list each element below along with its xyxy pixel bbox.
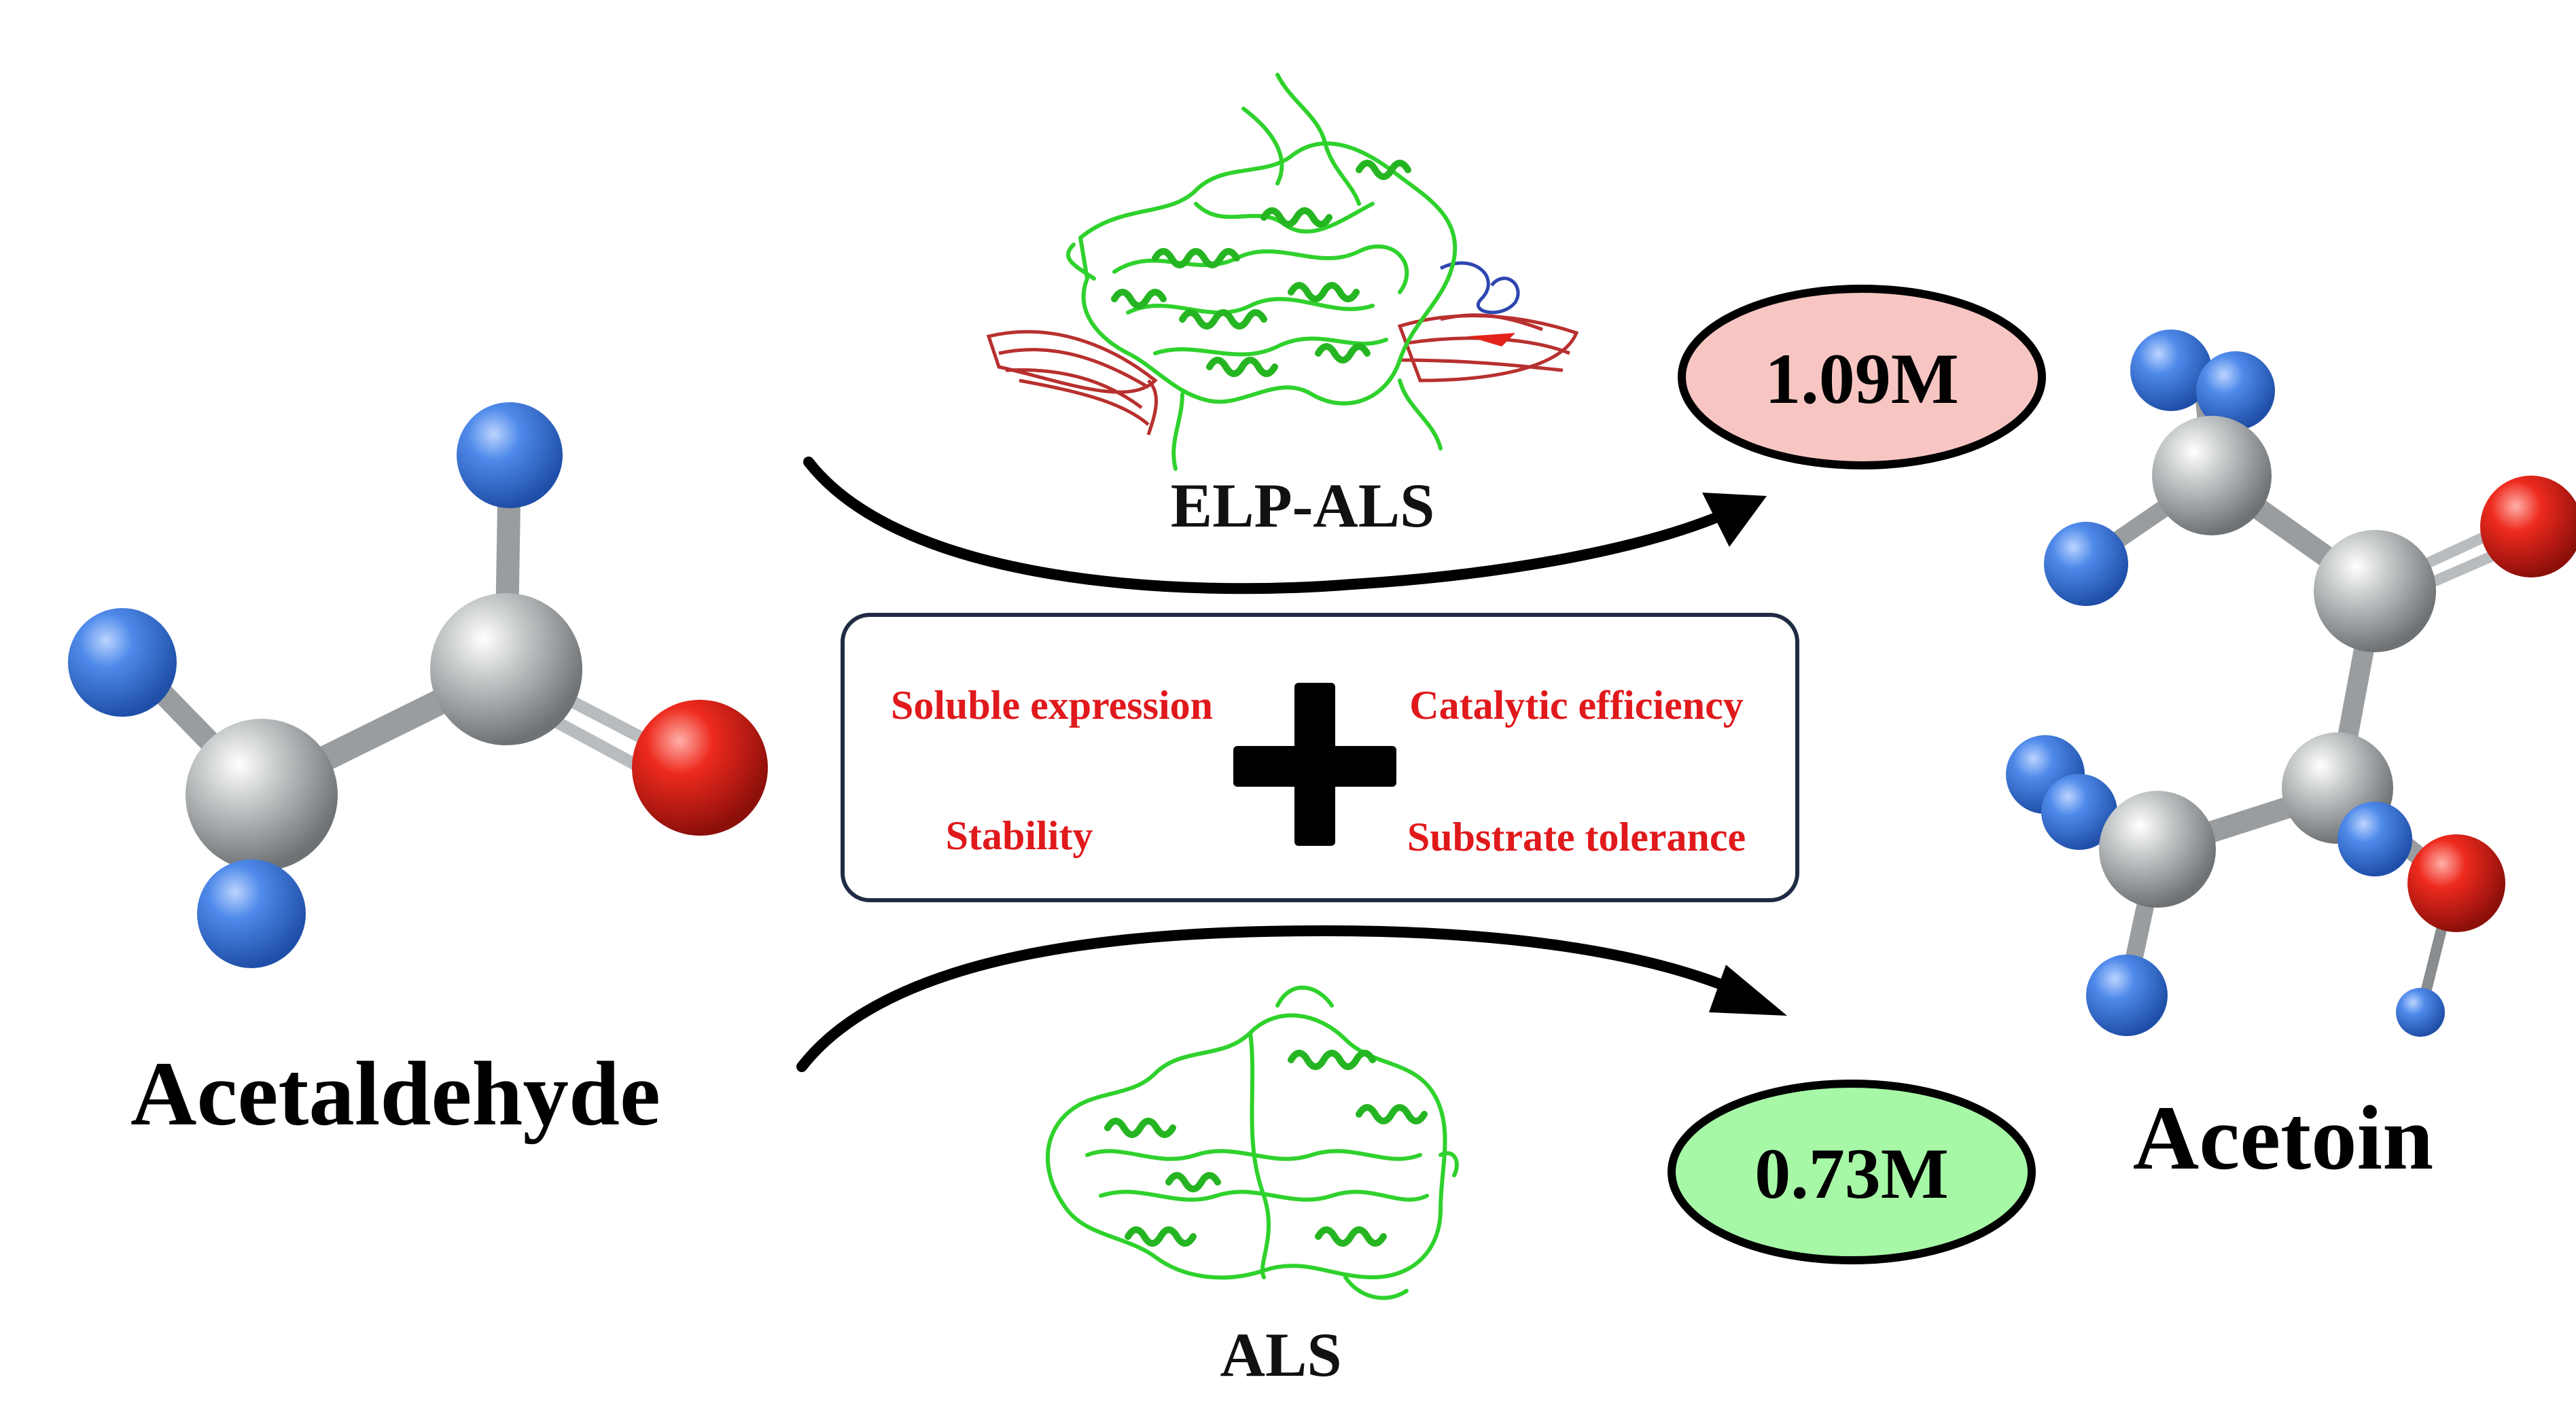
substrate-label: Acetaldehyde (130, 1044, 660, 1145)
hydrogen-atom (2130, 330, 2212, 411)
improvements-box: Soluble expression Catalytic efficiency … (841, 613, 1799, 902)
elp-als-structure (986, 73, 1579, 471)
improvement-item: Catalytic efficiency (1409, 683, 1743, 728)
hydrogen-atom (457, 402, 563, 508)
hydrogen-atom (197, 859, 306, 968)
oxygen-atom (2407, 834, 2505, 932)
top-enzyme-label: ELP-ALS (1171, 471, 1435, 540)
carbon-atom (2099, 791, 2216, 908)
carbon-atom (2314, 530, 2436, 652)
bottom-yield-badge: 0.73M (1668, 1080, 2036, 1264)
hydrogen-atom (2044, 522, 2128, 606)
bottom-arrowhead (1709, 965, 1787, 1016)
top-arrowhead (1702, 493, 1767, 547)
product-label: Acetoin (2133, 1088, 2433, 1189)
top-yield-badge: 1.09M (1678, 285, 2046, 469)
top-yield-value: 1.09M (1765, 339, 1959, 419)
protein-core (1045, 985, 1459, 1300)
carbon-atom (430, 593, 582, 745)
elp-tag-right (1397, 313, 1579, 383)
improvement-item: Soluble expression (891, 683, 1213, 728)
acetoin-molecule (2006, 330, 2576, 1037)
hydrogen-atom (2396, 988, 2445, 1037)
hydrogen-atom (2041, 774, 2117, 850)
carbon-atom (2152, 416, 2272, 535)
improvement-item: Stability (946, 813, 1093, 858)
oxygen-atom (632, 700, 768, 836)
helix-coils (1111, 160, 1411, 377)
bottom-enzyme-label: ALS (1220, 1320, 1342, 1389)
hydrogen-atom (2337, 802, 2412, 876)
improvement-item: Substrate tolerance (1407, 815, 1746, 859)
hydrogen-atom (2086, 955, 2168, 1036)
loop-region (1439, 261, 1520, 315)
plus-icon (1233, 683, 1396, 846)
elp-tag-strand (1468, 333, 1515, 346)
bottom-yield-value: 0.73M (1754, 1134, 1949, 1213)
bottom-reaction-arrow (796, 925, 1745, 1072)
als-structure (1045, 985, 1459, 1300)
hydrogen-atom (68, 608, 177, 717)
helix-coils (1104, 1050, 1428, 1247)
oxygen-atom (2480, 476, 2576, 577)
acetaldehyde-molecule (68, 402, 768, 968)
elp-tag-left (986, 330, 1159, 435)
top-reaction-arrow (803, 457, 1725, 594)
carbon-atom (186, 719, 338, 871)
hydrogen-atom (2196, 351, 2275, 430)
